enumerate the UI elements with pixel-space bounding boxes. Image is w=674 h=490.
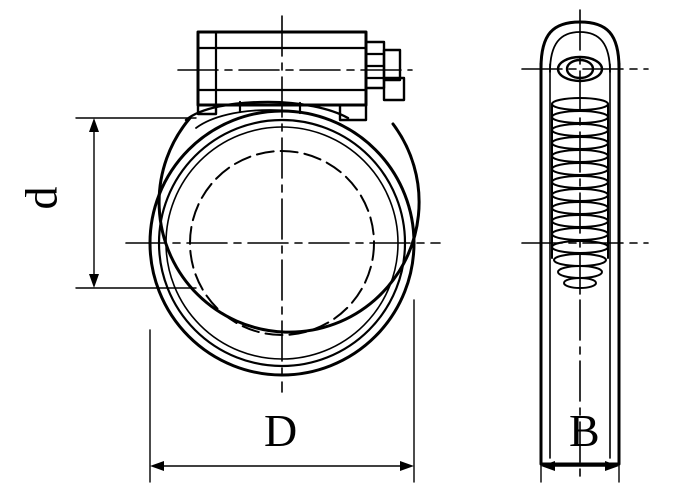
front-view-band-tail [184,100,350,129]
dimension-d-geometry [75,117,197,289]
front-view-screw-head [364,40,406,102]
side-view-body [539,62,621,466]
dimension-D-geometry [149,299,415,483]
dimension-label-D: D [264,405,298,456]
dimension-B-geometry [540,461,620,483]
dimension-label-B: B [569,405,600,456]
front-view-outer-band [157,116,421,334]
front-view-centerlines [125,15,441,393]
side-view-centerlines [521,9,649,483]
dimension-label-d: d [15,186,67,210]
